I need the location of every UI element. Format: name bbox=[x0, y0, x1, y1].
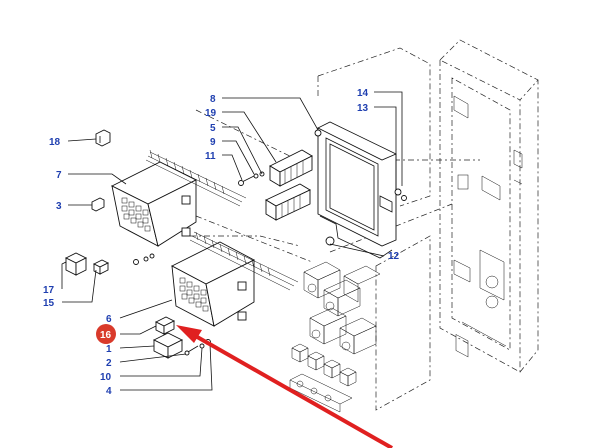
relay-cluster bbox=[303, 261, 381, 355]
highlight-badge bbox=[96, 324, 116, 344]
callout-19: 19 bbox=[205, 108, 217, 119]
fuse-holder-block-upper bbox=[269, 149, 313, 187]
callout-17: 17 bbox=[43, 285, 55, 296]
callout-18: 18 bbox=[49, 137, 61, 148]
screws-11-9-5 bbox=[238, 171, 265, 186]
callout-15: 15 bbox=[43, 298, 55, 309]
callout-4: 4 bbox=[106, 386, 112, 397]
callout-16: 16 bbox=[100, 330, 112, 341]
part-1-relay bbox=[152, 332, 184, 359]
part-18-clip bbox=[95, 129, 111, 147]
cabinet-housing bbox=[439, 39, 539, 373]
callout-labels: 18 7 3 17 15 6 16 1 2 10 4 8 19 5 9 11 1… bbox=[43, 88, 400, 397]
relay-box-lower bbox=[171, 231, 299, 327]
screws-upper-box bbox=[133, 253, 155, 265]
highlight-arrow bbox=[176, 325, 393, 448]
callout-2: 2 bbox=[106, 358, 112, 369]
callout-3: 3 bbox=[56, 201, 62, 212]
small-relays bbox=[289, 343, 357, 413]
callout-14: 14 bbox=[357, 88, 369, 99]
fuse-holder-block-lower bbox=[265, 183, 311, 221]
callout-6: 6 bbox=[106, 314, 112, 325]
mounting-frame bbox=[314, 121, 407, 259]
part-17-relay bbox=[64, 252, 88, 276]
callout-9: 9 bbox=[210, 137, 216, 148]
leader-lines bbox=[61, 91, 403, 391]
callout-13: 13 bbox=[357, 103, 369, 114]
part-3-clip bbox=[91, 197, 105, 212]
part-15-relay bbox=[92, 259, 110, 275]
callout-10: 10 bbox=[100, 372, 112, 383]
callout-11: 11 bbox=[205, 151, 216, 162]
callout-7: 7 bbox=[56, 170, 62, 181]
callout-1: 1 bbox=[106, 344, 112, 355]
callout-12: 12 bbox=[388, 251, 400, 262]
part-16-relay bbox=[154, 316, 176, 335]
callout-5: 5 bbox=[210, 123, 216, 134]
relay-box-upper bbox=[110, 149, 247, 247]
callout-8: 8 bbox=[210, 94, 216, 105]
